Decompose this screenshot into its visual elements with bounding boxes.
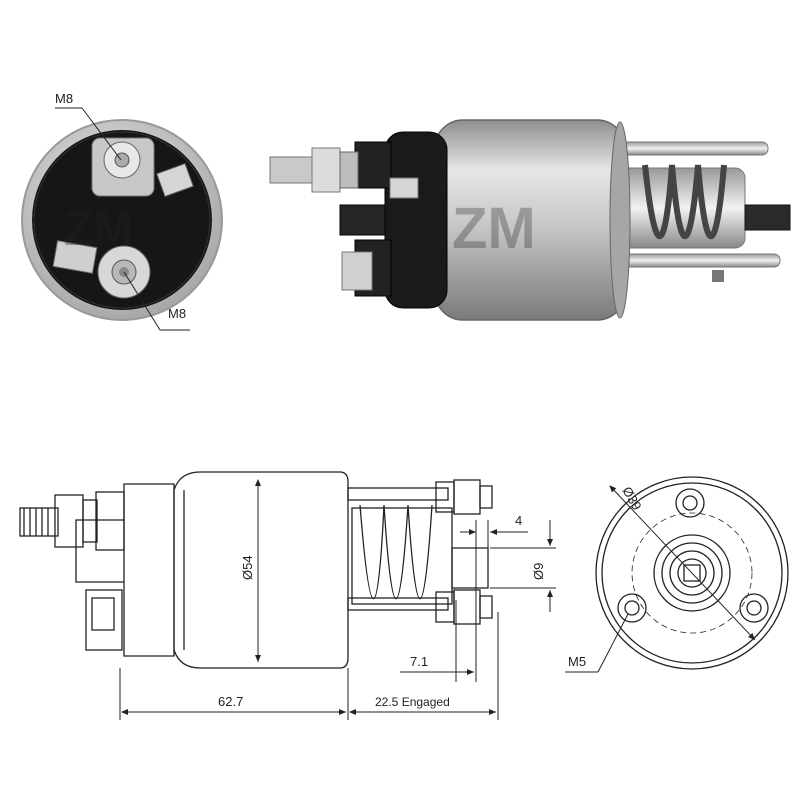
label-offset-7-1: 7.1 — [410, 654, 428, 669]
top-stud-nut — [311, 147, 341, 193]
end-view-drawing — [565, 476, 789, 673]
plunger-tip — [744, 204, 791, 231]
label-m5: M5 — [568, 654, 586, 669]
solenoid-side-photo: ZM — [269, 119, 791, 321]
watermark-logo-side: ZM — [452, 196, 536, 261]
bottom-stud-nut — [341, 251, 373, 291]
end-outer-circle — [595, 476, 789, 670]
drawing-thread-lines — [23, 508, 49, 536]
watermark-logo: ZM — [64, 203, 133, 256]
rod-nut — [712, 270, 724, 282]
label-bolt-circle: Ø39 — [619, 484, 644, 513]
end-hole-right-inner — [746, 600, 762, 616]
label-body-diameter: Ø54 — [240, 555, 255, 580]
side-view-drawing — [19, 471, 493, 669]
rod-top — [619, 141, 769, 156]
leader-m8-top — [81, 107, 122, 161]
leader-m5 — [597, 613, 629, 673]
drawing-rod-top-nut2 — [453, 479, 481, 515]
side-dimensions — [119, 479, 556, 720]
terminal-spade — [339, 204, 386, 236]
insulator-cap — [384, 131, 448, 309]
drawing-bottom-nut — [85, 589, 123, 651]
label-m8-bottom: M8 — [168, 306, 186, 321]
drawing-plunger-tip — [451, 547, 489, 589]
label-stroke-engaged: 22.5 Engaged — [375, 695, 450, 709]
rod-bottom — [619, 253, 781, 268]
drawing-rod-top-end — [479, 485, 493, 509]
drawing-spring — [359, 504, 433, 600]
dim-bolt-circle-line — [609, 485, 756, 641]
label-m8-top: M8 — [55, 91, 73, 106]
drawing-spade — [75, 519, 124, 583]
end-hole-top-inner — [682, 495, 698, 511]
drawing-plunger — [351, 507, 453, 605]
contact-plate — [389, 177, 419, 199]
drawing-stud-thread — [19, 507, 59, 537]
label-flange-4: 4 — [515, 513, 522, 528]
top-stud-washer — [339, 151, 359, 189]
housing-rim — [609, 121, 631, 319]
drawing-bottom-stud — [91, 597, 115, 631]
drawing-rod-bottom-end — [479, 595, 493, 619]
leader-m8-bottom — [123, 271, 161, 331]
drawing-insulator — [123, 483, 175, 657]
end-hole-left-inner — [624, 600, 640, 616]
terminal-end-view-photo: ZM — [21, 119, 223, 321]
end-hole-right — [739, 593, 769, 623]
drawing-rod-top — [347, 487, 449, 501]
drawing-housing — [173, 471, 349, 669]
end-hole-left — [617, 593, 647, 623]
terminal-block-top — [354, 141, 392, 189]
end-outer-circle-inner — [601, 482, 783, 664]
top-stud-thread — [269, 156, 313, 184]
drawing-stud-nut — [54, 494, 84, 548]
return-spring — [642, 164, 727, 239]
drawing-rod-bottom-nut — [435, 591, 455, 623]
label-length-62-7: 62.7 — [218, 694, 243, 709]
drawing-stud-washer — [82, 499, 98, 543]
label-plunger-diameter: Ø9 — [531, 563, 546, 580]
drawing-terminal-block — [95, 491, 125, 551]
